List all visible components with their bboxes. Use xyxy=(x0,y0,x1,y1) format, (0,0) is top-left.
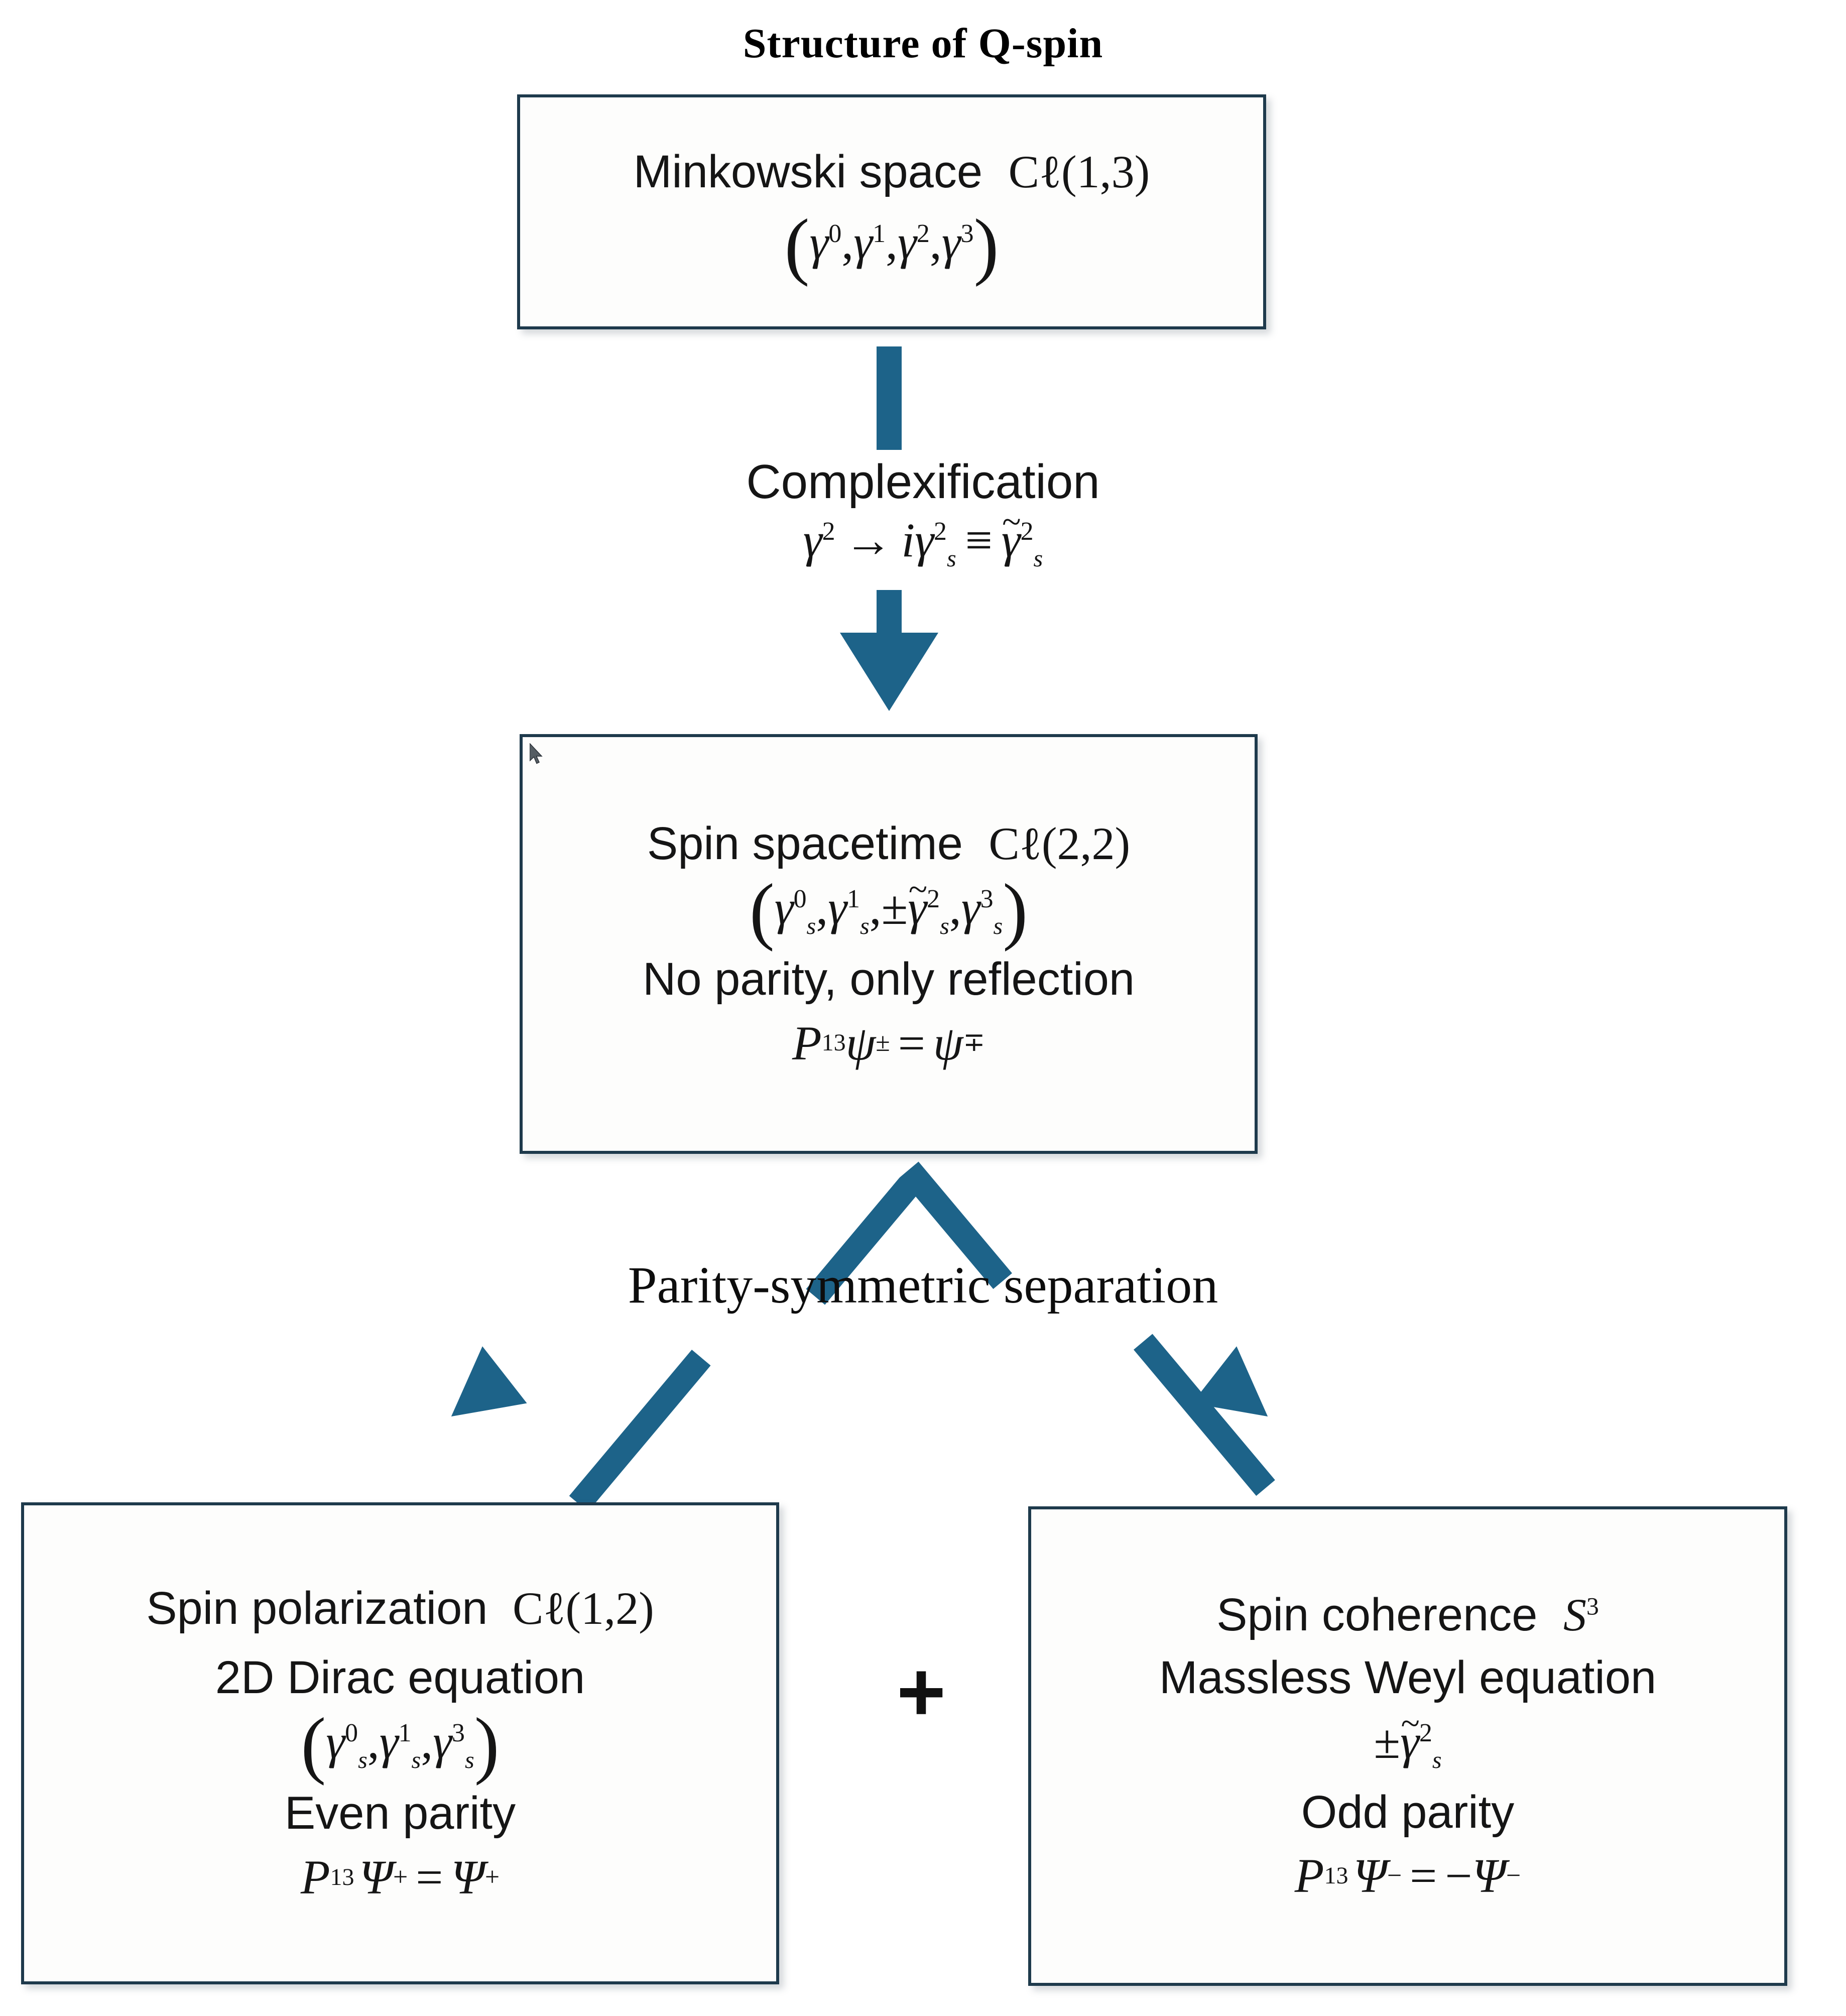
arrow-branch-left-shaft xyxy=(569,1350,711,1512)
spin-spacetime-parity-note: No parity, only reflection xyxy=(642,954,1135,1005)
spin-coherence-generators: ±~γ2s xyxy=(1374,1703,1442,1773)
spin-polarization-generators-row: ( γ0s, γ1s, γ3s ) xyxy=(301,1702,500,1786)
arrow-complexification-upper-shaft xyxy=(877,346,902,450)
spin-polarization-heading: Spin polarization Cℓ(1,2) xyxy=(146,1581,654,1636)
spin-polarization-heading-text: Spin polarization xyxy=(146,1582,488,1634)
spin-polarization-generators: ( γ0s, γ1s, γ3s ) xyxy=(301,1702,500,1786)
combine-operator-plus: + xyxy=(896,1644,946,1739)
node-box-spin-spacetime[interactable]: Spin spacetime Cℓ(2,2) ( γ0s, γ1s, ±~γ2s… xyxy=(520,734,1258,1154)
spin-spacetime-generators-row: ( γ0s, γ1s, ±~γ2s, γ3s ) xyxy=(749,868,1028,952)
spin-coherence-heading: Spin coherence S3 xyxy=(1216,1588,1599,1642)
node-box-spin-polarization[interactable]: Spin polarization Cℓ(1,2) 2D Dirac equat… xyxy=(21,1502,779,1984)
minkowski-generators-row: ( γ0, γ1, γ2, γ3 ) xyxy=(784,203,999,287)
spin-polarization-equation-name: 2D Dirac equation xyxy=(215,1652,585,1704)
spin-polarization-algebra: Cℓ(1,2) xyxy=(513,1582,654,1634)
minkowski-heading-text: Minkowski space xyxy=(633,146,983,197)
minkowski-generators: ( γ0, γ1, γ2, γ3 ) xyxy=(784,203,999,287)
connector-label-complexification: Complexification xyxy=(746,455,1100,509)
spin-coherence-parity-note: Odd parity xyxy=(1301,1786,1515,1838)
node-box-spin-coherence[interactable]: Spin coherence S3 Massless Weyl equation… xyxy=(1028,1506,1787,1986)
mouse-cursor-icon xyxy=(530,743,543,764)
spin-spacetime-heading: Spin spacetime Cℓ(2,2) xyxy=(647,816,1130,871)
arrow-complexification-head-icon xyxy=(840,633,938,711)
node-box-minkowski-space[interactable]: Minkowski space Cℓ(1,3) ( γ0, γ1, γ2, γ3… xyxy=(517,94,1266,329)
minkowski-algebra: Cℓ(1,3) xyxy=(1008,146,1150,197)
spin-spacetime-algebra: Cℓ(2,2) xyxy=(989,817,1131,869)
minkowski-heading: Minkowski space Cℓ(1,3) xyxy=(634,145,1150,199)
spin-spacetime-heading-text: Spin spacetime xyxy=(647,817,963,869)
spin-coherence-heading-text: Spin coherence xyxy=(1216,1589,1538,1641)
spin-coherence-equation-name: Massless Weyl equation xyxy=(1159,1651,1657,1703)
arrow-branch-left-head-icon xyxy=(429,1346,527,1445)
spin-polarization-parity-note: Even parity xyxy=(284,1788,516,1839)
spin-coherence-algebra: S3 xyxy=(1563,1589,1599,1641)
spin-spacetime-generators: ( γ0s, γ1s, ±~γ2s, γ3s ) xyxy=(749,868,1028,952)
spin-coherence-generators-row: ±~γ2s xyxy=(1374,1703,1442,1773)
page-title: Structure of Q-spin xyxy=(743,20,1103,67)
connector-label-parity-symmetric-separation: Parity-symmetric separation xyxy=(628,1256,1218,1314)
